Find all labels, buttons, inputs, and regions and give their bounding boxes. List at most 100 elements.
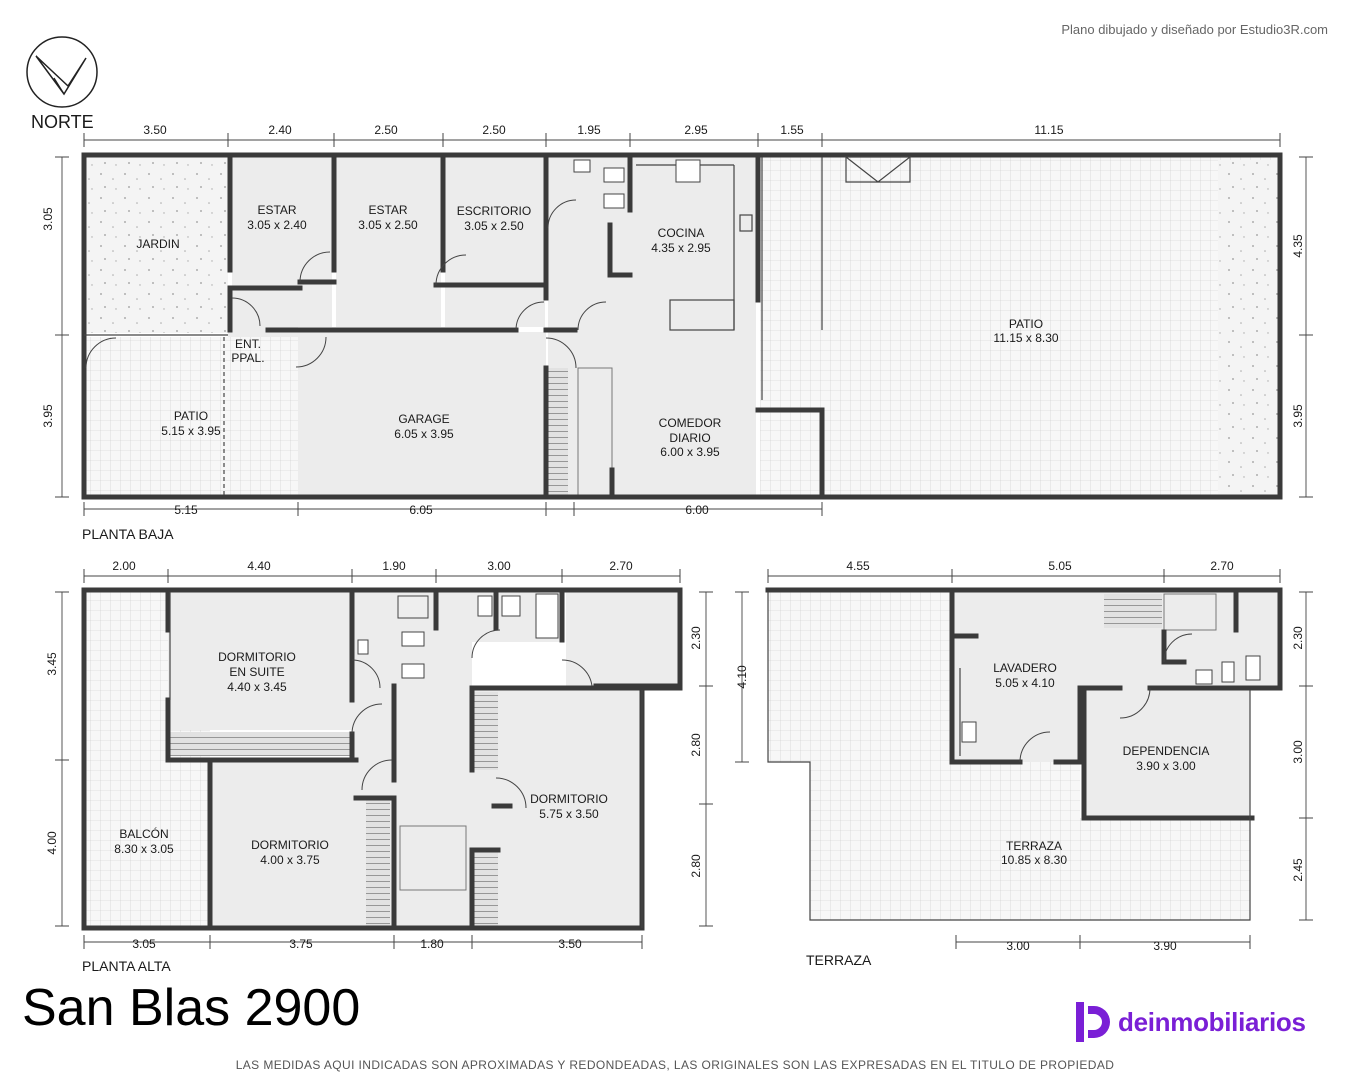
pb-left-dim: 3.05 [41,207,55,231]
room-size-estar: 3.05 x 2.50 [358,218,418,232]
room-size-garage: 6.05 x 3.95 [394,427,454,441]
pa-right-dim: 2.80 [689,733,703,757]
room-size-cocina: 4.35 x 2.95 [651,241,711,255]
pa-right-dim: 2.30 [689,626,703,650]
page-title: San Blas 2900 [22,979,361,1037]
room-size-terraza: 10.85 x 8.30 [1001,853,1067,867]
room-label-comedor-2: DIARIO [669,431,710,445]
t-right-dim: 2.30 [1291,626,1305,650]
room-floor-cocina [548,157,756,497]
room-floor-dormitorio-2 [210,762,358,926]
room-label-jardin: JARDIN [136,237,179,251]
pa-top-dim: 2.70 [609,559,633,573]
room-floor-estar-2 [336,157,441,327]
pb-top-dim: 3.50 [143,123,167,137]
room-floor-patio-chico [84,337,298,497]
room-floor-dependencia [1084,690,1250,816]
room-size-estar: 3.05 x 2.40 [247,218,307,232]
room-floor-garage [298,332,546,497]
stairs-t [1104,594,1162,628]
room-size-dormitorio: 4.00 x 3.75 [260,853,320,867]
disclaimer-text: LAS MEDIDAS AQUI INDICADAS SON APROXIMAD… [235,1058,1115,1072]
room-floor-escalera-alta [566,592,680,686]
room-label-estar: ESTAR [257,203,296,217]
t-top-dim: 4.55 [846,559,870,573]
stairs-pa-5 [399,825,467,891]
pb-top-dim: 2.40 [268,123,292,137]
room-size-patio: 5.15 x 3.95 [161,424,221,438]
room-label-dormitorio: DORMITORIO [530,792,608,806]
stairs-pa-1 [170,732,352,756]
room-label-cocina: COCINA [658,226,705,240]
room-floor-jardin [84,157,228,333]
room-label-suite: DORMITORIO [218,650,296,664]
room-size-lavadero: 5.05 x 4.10 [995,676,1055,690]
compass-icon [26,36,98,108]
pa-left-dim: 4.00 [45,831,59,855]
room-floor-terraza [768,592,1250,920]
pb-top-dim: 2.50 [482,123,506,137]
pb-left-dim: 3.95 [41,404,55,428]
terraza-plan [735,569,1313,949]
planta-alta [55,569,713,949]
t-bottom-dim: 3.00 [1006,939,1030,953]
room-floor-patio-grande [760,157,1280,497]
room-label-patio: PATIO [1009,317,1043,331]
pb-right-dim: 4.35 [1291,234,1305,258]
section-label-planta-baja: PLANTA BAJA [82,526,174,542]
room-label-estar: ESTAR [368,203,407,217]
pb-top-dim: 2.95 [684,123,708,137]
pb-top-dim: 2.50 [374,123,398,137]
pa-top-dim: 2.00 [112,559,136,573]
pb-bottom-dim: 6.00 [685,503,709,517]
room-floor-suite [168,592,352,730]
t-top-dim: 5.05 [1048,559,1072,573]
pb-bottom-dim: 5.15 [174,503,198,517]
pa-bottom-dim: 1.80 [420,937,444,951]
pa-bottom-dim: 3.05 [132,937,156,951]
north-label: NORTE [31,112,94,132]
pb-top-dim: 1.55 [780,123,804,137]
room-size-patio: 11.15 x 8.30 [993,331,1058,345]
room-size-comedor: 6.00 x 3.95 [660,445,720,459]
credit-text: Plano dibujado y diseñado por Estudio3R.… [1061,22,1328,37]
pa-right-dim: 2.80 [689,854,703,878]
section-label-terraza: TERRAZA [806,952,872,968]
t-right-dim: 2.45 [1291,858,1305,882]
room-label-entrada-2: PPAL. [231,351,264,365]
room-label-dependencia: DEPENDENCIA [1123,744,1210,758]
room-label-comedor: COMEDOR [659,416,722,430]
room-size-balcon: 8.30 x 3.05 [114,842,174,856]
room-floor-jardin-side [1218,160,1278,496]
room-size-suite: 4.40 x 3.45 [227,680,287,694]
room-floor-escritorio [445,157,545,327]
room-label-garage: GARAGE [398,412,449,426]
pb-bottom-dim: 6.05 [409,503,433,517]
stairs-pa-4 [474,850,498,926]
room-label-entrada: ENT. [235,337,261,351]
room-label-patio: PATIO [174,409,208,423]
room-size-dependencia: 3.90 x 3.00 [1136,759,1196,773]
planta-baja [55,133,1313,516]
pa-bottom-dim: 3.50 [558,937,582,951]
section-label-planta-alta: PLANTA ALTA [82,958,171,974]
room-label-escritorio: ESCRITORIO [457,204,531,218]
t-left-dim: 4.10 [735,665,749,689]
stairs-pa-2 [474,692,498,770]
pa-bottom-dim: 3.75 [289,937,313,951]
pa-top-dim: 4.40 [247,559,271,573]
t-bottom-dim: 3.90 [1153,939,1177,953]
pa-top-dim: 3.00 [487,559,511,573]
pb-top-dim: 1.95 [577,123,601,137]
room-label-dormitorio: DORMITORIO [251,838,329,852]
room-size-dormitorio: 5.75 x 3.50 [539,807,599,821]
room-label-terraza: TERRAZA [1006,839,1062,853]
t-right-dim: 3.00 [1291,740,1305,764]
brand-logo: deinmobiliarios [1074,1000,1306,1044]
pa-left-dim: 3.45 [45,652,59,676]
pb-top-dim: 11.15 [1034,123,1063,137]
room-label-lavadero: LAVADERO [993,661,1057,675]
stairs-pa-3 [366,800,390,926]
brand-name: deinmobiliarios [1118,1006,1306,1037]
room-size-escritorio: 3.05 x 2.50 [464,219,524,233]
